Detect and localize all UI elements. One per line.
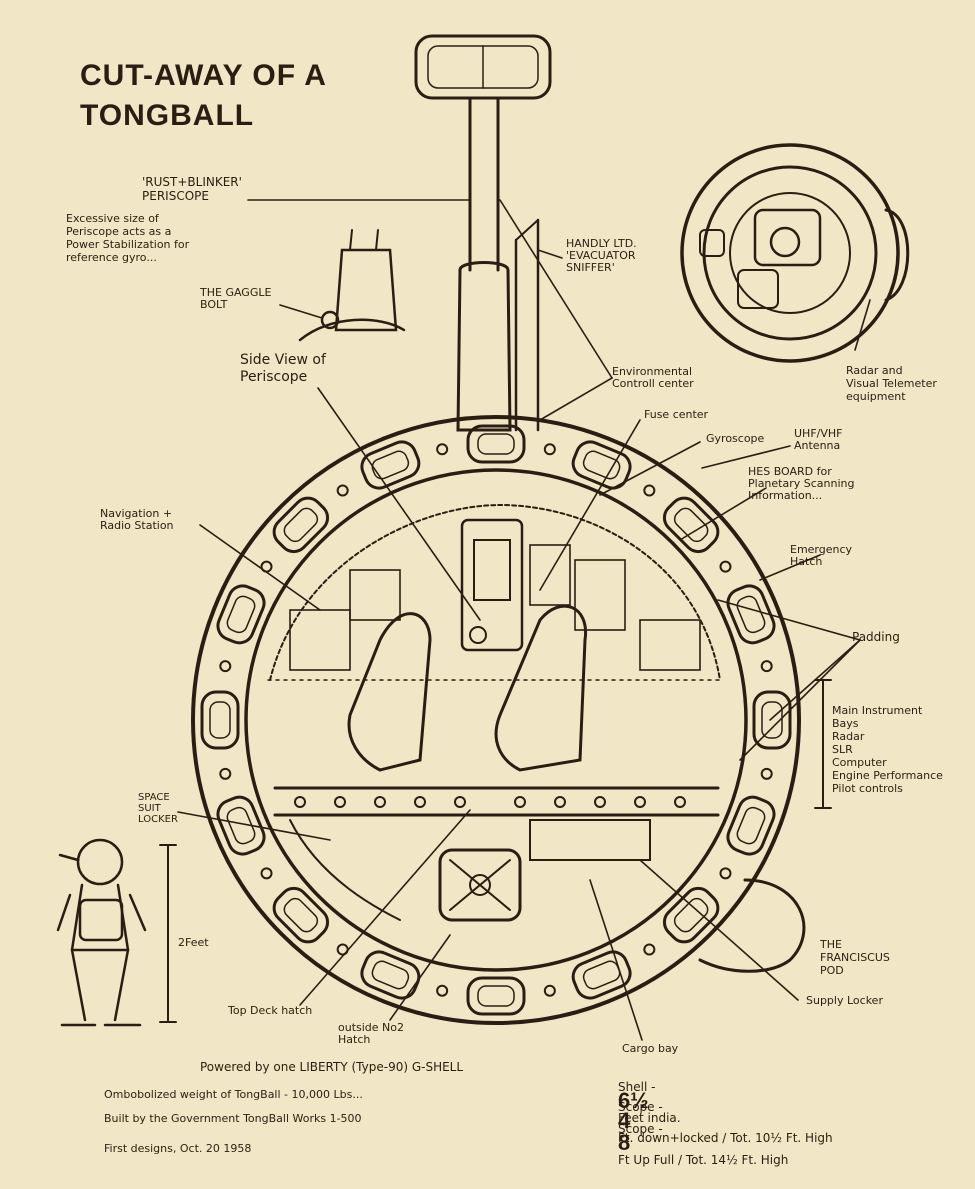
porthole-window [582,450,621,480]
label-periscope: 'RUST+BLINKER' PERISCOPE [142,175,242,203]
porthole [571,440,632,490]
spec-shell-unit: Feet india. [618,1111,681,1125]
label-sniffer: HANDLY LTD. 'EVACUATOR SNIFFER' [566,237,637,274]
periscope-mast [468,96,500,272]
label-gyroscope: Gyroscope [706,432,765,445]
spec-shell-value: 6½ [618,1088,649,1113]
porthole-window [736,806,766,845]
label-env-center: Environmental Controll center [612,365,694,390]
rivet [543,984,556,997]
spec-shell-label: Shell - [618,1080,656,1094]
porthole [571,950,632,1000]
rivet [643,943,656,956]
porthole [216,795,266,856]
label-top-deck-hatch: Top Deck hatch [228,1004,313,1017]
periscope-head [414,34,552,100]
spec-scope-down: Scope - 4 Ft. down+locked / Tot. 10½ Ft.… [618,1086,833,1145]
label-emergency-hatch: Emergency Hatch [790,543,853,568]
rivet [643,484,656,497]
porthole [466,976,526,1016]
footer-first-designs: First designs, Oct. 20 1958 [104,1142,252,1155]
gaggle-bolt-icon [320,310,340,330]
porthole-window [283,897,319,933]
label-gaggle-bolt: THE GAGGLE BOLT [200,286,272,311]
porthole [726,795,776,856]
label-nav-radio: Navigation + Radio Station [100,507,174,532]
porthole [360,440,421,490]
pilot-figure [56,838,147,1027]
label-hes-board: HES BOARD for Planetary Scanning Informa… [748,465,855,502]
footer-built: Built by the Government TongBall Works 1… [104,1112,362,1125]
rivet [760,767,773,780]
label-antenna: UHF/VHF Antenna [794,427,843,452]
rivet [719,560,732,573]
porthole-window [582,960,621,990]
label-two-feet: 2Feet [178,936,209,949]
rivet [760,660,773,673]
rivet [719,867,732,880]
rivet [219,767,232,780]
footer-weight: Ombobolized weight of TongBall - 10,000 … [104,1088,363,1101]
rivet [436,443,449,456]
tongball-inner-hull [244,468,748,972]
porthole [216,584,266,645]
porthole [272,496,330,554]
porthole [272,886,330,944]
spec-scope-up-unit: Ft Up Full / Tot. 14½ Ft. High [618,1153,789,1167]
label-side-view: Side View of Periscope [240,352,326,385]
footer-powered: Powered by one LIBERTY (Type-90) G-SHELL [200,1060,464,1074]
porthole-window [673,897,709,933]
porthole-window [761,701,783,739]
porthole-window [283,507,319,543]
rivet [260,867,273,880]
spec-scope-up-value: 8 [618,1130,631,1155]
lower-hatch [438,848,522,922]
label-padding: Padding [852,630,900,644]
rivet [436,984,449,997]
rivet [543,443,556,456]
spec-scope-up: Scope - 8 Ft Up Full / Tot. 14½ Ft. High [618,1108,788,1167]
console [460,518,524,652]
rivet [336,484,349,497]
label-outside-hatch: outside No2 Hatch [338,1021,405,1046]
label-periscope-note: Excessive size of Periscope acts as a Po… [66,212,190,264]
porthole [662,496,720,554]
label-radar-visual: Radar and Visual Telemeter equipment [846,364,937,403]
porthole-window [226,595,256,634]
porthole-window [209,701,231,739]
page-title: CUT-AWAY OF A TONGBALL [80,59,327,132]
franciscus-pod [698,878,806,973]
porthole-window [477,433,515,455]
spec-scope-up-label: Scope - [618,1122,663,1136]
porthole-window [371,450,410,480]
porthole [466,424,526,464]
porthole [662,886,720,944]
porthole-window [736,595,766,634]
spec-scope-down-label: Scope - [618,1100,663,1114]
porthole [726,584,776,645]
porthole [360,950,421,1000]
pilot-seat-right [494,604,587,772]
porthole-window [673,507,709,543]
label-main-instruments: Main Instrument Bays Radar SLR Computer … [832,704,943,795]
porthole-window [371,960,410,990]
pilot-seat-left [347,612,432,772]
spec-shell: Shell - 6½ Feet india. [618,1066,681,1125]
porthole [752,690,792,750]
inset-sphere [680,143,900,363]
label-franciscus-pod: THE FRANCISCUS POD [820,938,890,977]
label-cargo-bay: Cargo bay [622,1042,679,1055]
tongball-shell [191,415,801,1025]
spec-scope-down-value: 4 [618,1108,631,1133]
spec-scope-down-unit: Ft. down+locked / Tot. 10½ Ft. High [618,1131,833,1145]
label-supply-locker: Supply Locker [806,994,883,1007]
porthole [200,690,240,750]
top-deck [273,786,720,817]
label-fuse-center: Fuse center [644,408,709,421]
label-space-suit: SPACE SUIT LOCKER [138,792,178,825]
rivet [219,660,232,673]
porthole-window [226,806,256,845]
porthole-window [477,985,515,1007]
